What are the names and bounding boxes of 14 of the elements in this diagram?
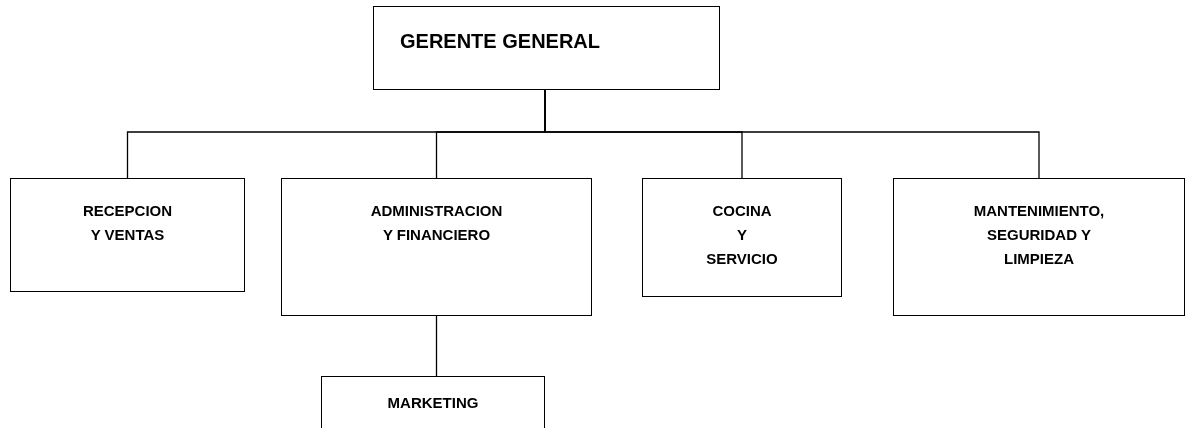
box-title: MANTENIMIENTO, SEGURIDAD Y LIMPIEZA — [972, 201, 1106, 269]
org-box — [281, 178, 592, 316]
org-box — [10, 178, 245, 292]
box-title: GERENTE GENERAL — [400, 29, 601, 54]
org-box — [321, 376, 545, 428]
connector-line — [435, 315, 438, 377]
connector-line — [544, 89, 1040, 179]
org-box — [893, 178, 1185, 316]
box-title: RECEPCION Y VENTAS — [82, 201, 173, 245]
org-box — [373, 6, 720, 90]
org-box — [642, 178, 842, 297]
box-title: COCINA Y SERVICIO — [706, 201, 778, 269]
box-title: ADMINISTRACION Y FINANCIERO — [370, 201, 503, 245]
box-title: MARKETING — [387, 393, 479, 413]
